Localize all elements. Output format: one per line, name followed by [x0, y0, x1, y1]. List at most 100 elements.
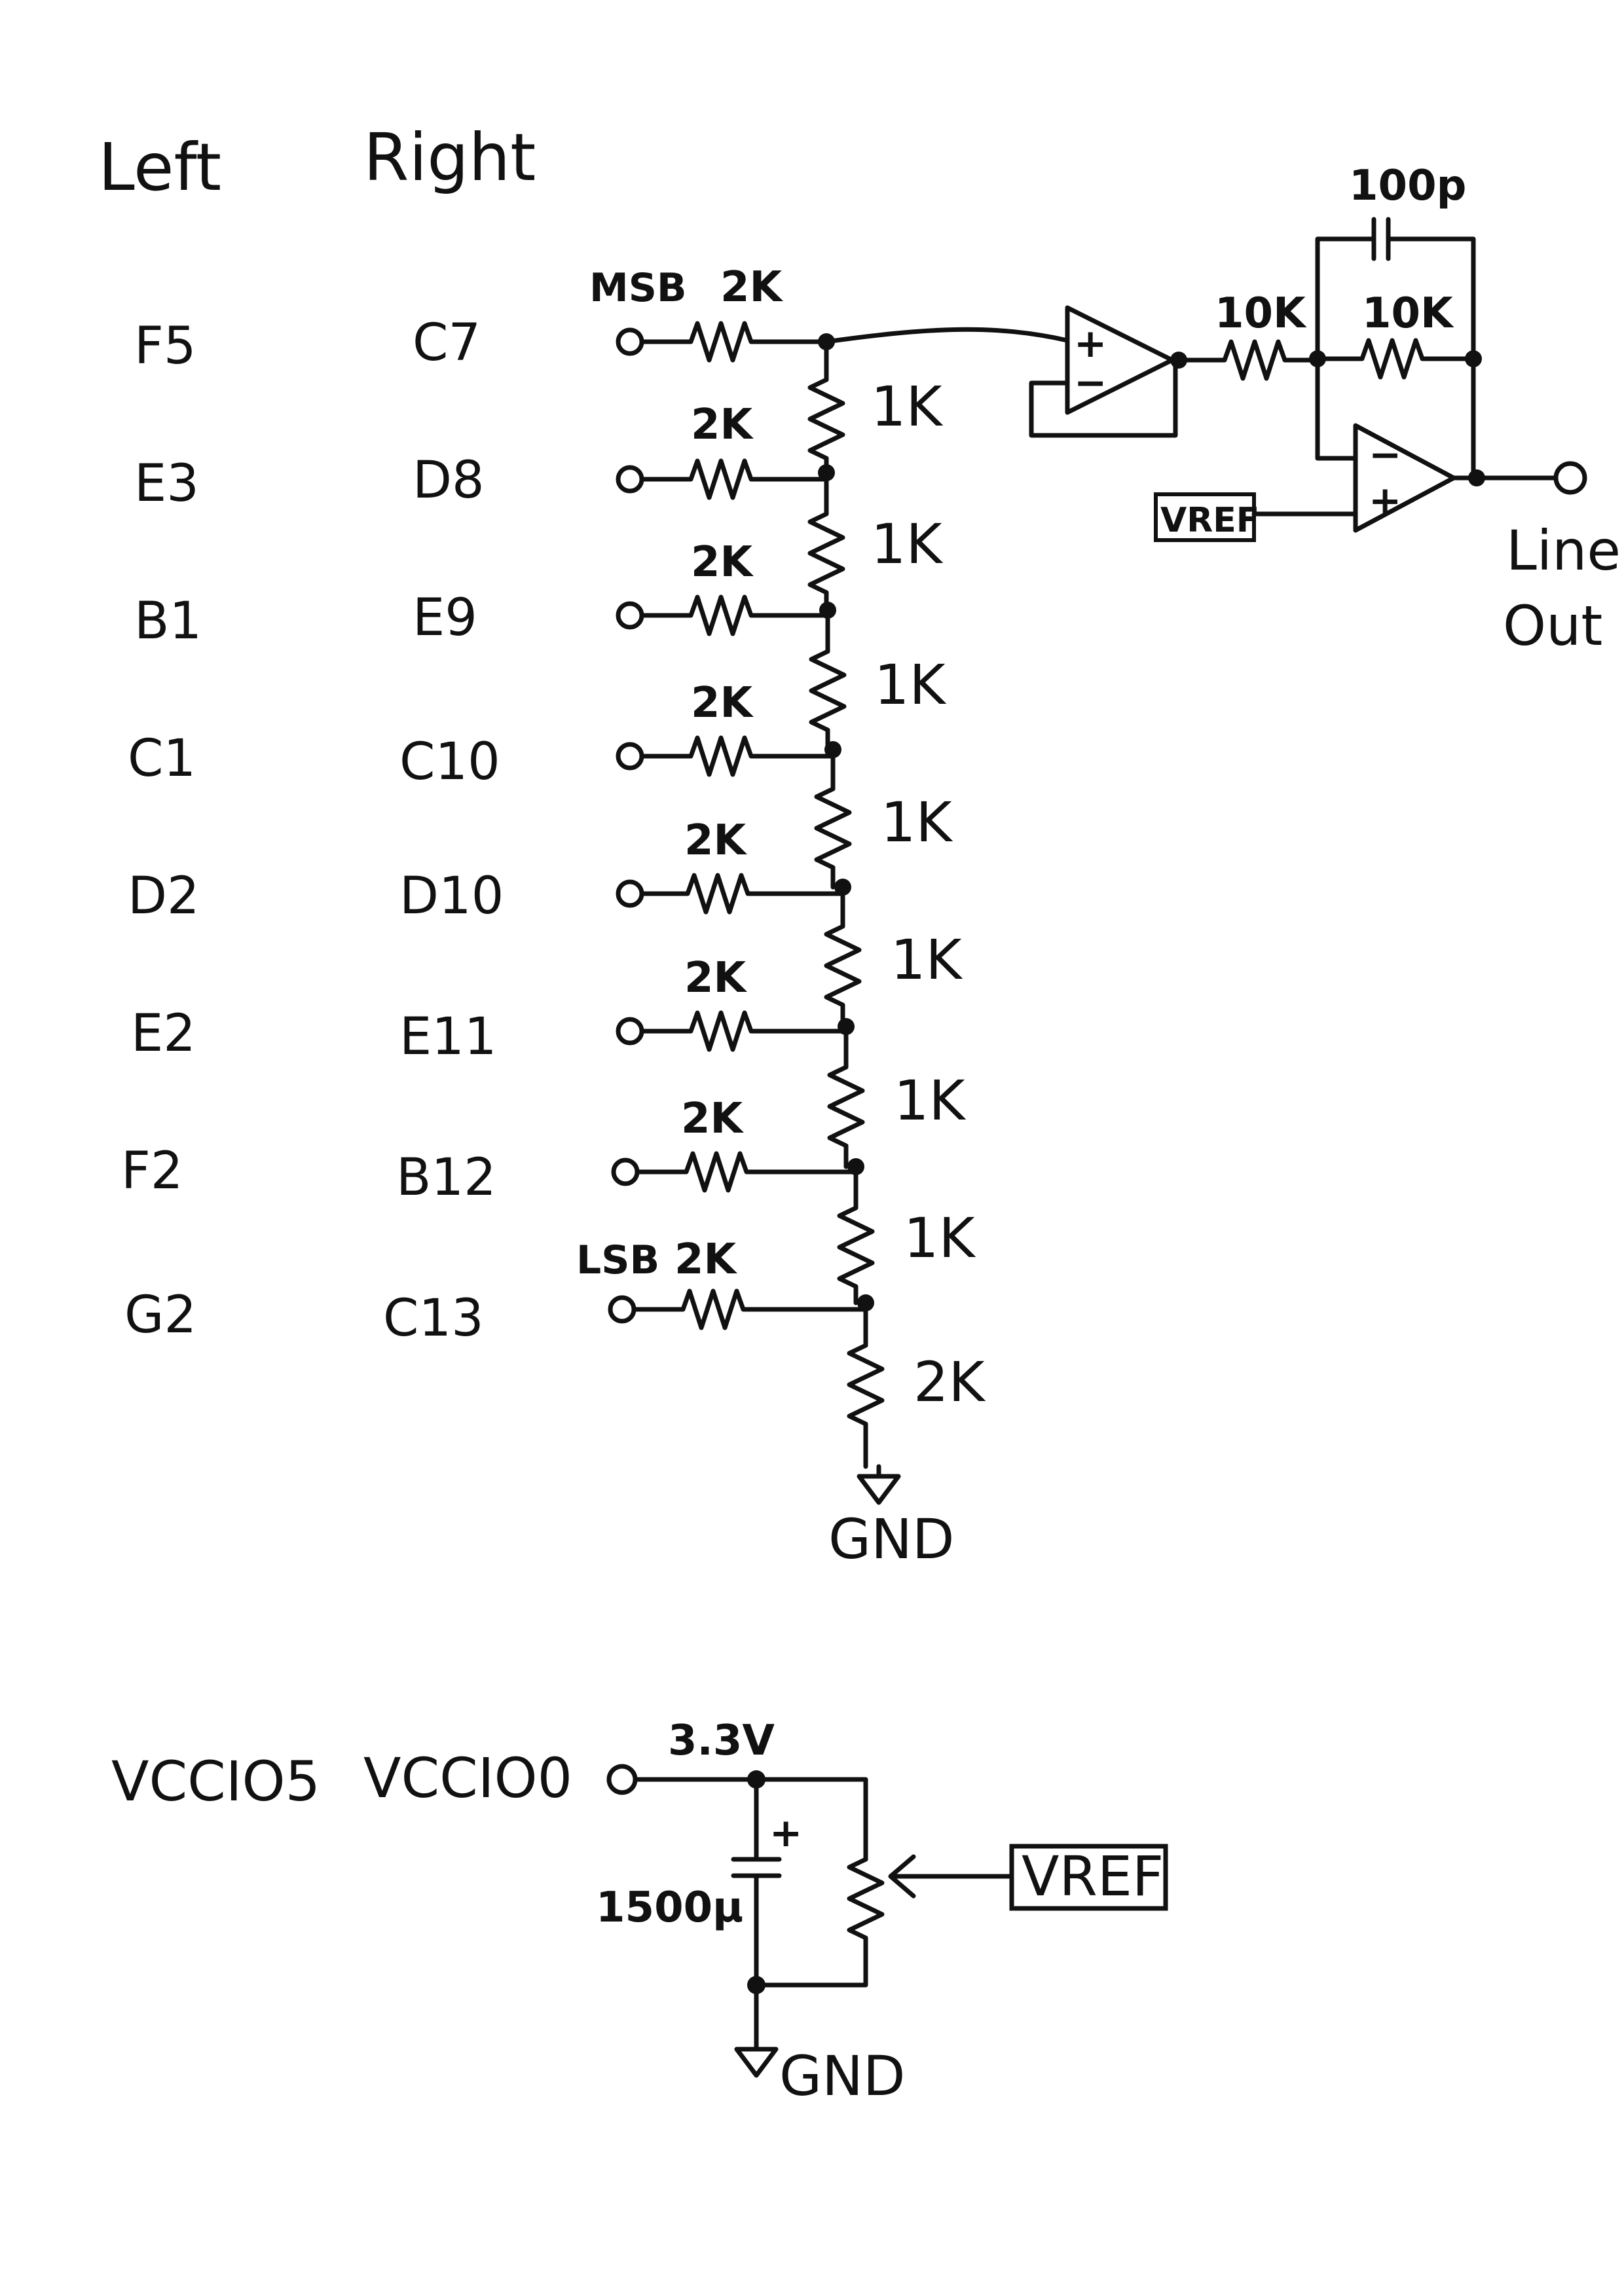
- input-resistor: [639, 1010, 849, 1052]
- right-pin: C13: [383, 1289, 484, 1348]
- resistor-value: 10K: [1215, 289, 1307, 338]
- opamp-minus: −: [1074, 360, 1107, 406]
- lsb-label: LSB: [576, 1237, 659, 1283]
- rung-resistor: [827, 1024, 865, 1169]
- wiper-arrow: [888, 1854, 1014, 1899]
- input-terminal: [616, 879, 644, 908]
- junction-dot: [818, 464, 835, 481]
- input-terminal: [616, 742, 644, 771]
- supply-network: + VREF 3.3V 1500µ GND: [596, 1717, 1168, 2108]
- input-terminal: [608, 1295, 637, 1324]
- input-terminal: [611, 1157, 640, 1186]
- rung-resistor: [807, 470, 845, 613]
- left-header: Left: [98, 129, 221, 206]
- ground-label: GND: [828, 1507, 955, 1571]
- output-stage: + − − + VREF 100p 10K 10K Line Out: [824, 162, 1621, 658]
- rung-value: 1K: [881, 790, 953, 854]
- capacitor-value: 100p: [1349, 162, 1466, 210]
- line-out-label: Line: [1506, 519, 1621, 583]
- supply-wire: [633, 1777, 868, 1862]
- input-resistor: [639, 321, 829, 363]
- left-pin: B1: [134, 592, 202, 651]
- vref-box: [1154, 492, 1256, 542]
- right-pin: D8: [413, 451, 485, 510]
- opamp-plus: +: [1369, 478, 1401, 524]
- resistor-value: 2K: [691, 679, 754, 727]
- supply-terminal: [606, 1764, 638, 1795]
- msb-label: MSB: [589, 265, 687, 311]
- rung-value: 1K: [874, 653, 946, 717]
- right-pin: B12: [396, 1148, 496, 1207]
- input-10k-resistor: [1176, 339, 1320, 381]
- bottom-resistor: [847, 1300, 885, 1469]
- input-terminal: [616, 465, 644, 494]
- left-pin: F5: [134, 317, 196, 376]
- left-pin: C1: [128, 729, 196, 788]
- capacitor-plus: +: [769, 1810, 802, 1856]
- junction-dot: [847, 1158, 864, 1175]
- inverting-opamp: [1353, 423, 1456, 533]
- feedback-resistor: [1315, 338, 1476, 380]
- capacitor-value: 1500µ: [596, 1884, 743, 1932]
- opamp-minus: −: [1369, 432, 1401, 478]
- junction-dot: [1468, 469, 1485, 486]
- line-out-label: Out: [1503, 594, 1602, 658]
- junction-dot: [834, 879, 851, 896]
- input-terminal: [616, 327, 644, 356]
- resistor-value: 2K: [674, 1235, 738, 1284]
- ground-icon: [734, 1982, 779, 2078]
- bottom-resistor-value: 2K: [913, 1350, 986, 1414]
- right-header: Right: [363, 119, 536, 196]
- resistor-value: 2K: [720, 263, 784, 312]
- vref-box: [1009, 1844, 1168, 1911]
- resistor-value: 2K: [691, 401, 754, 449]
- signal-wire: [824, 327, 1070, 344]
- resistor-ladder: MSB 2K 2K 2K 2K 2K 2K 2K LSB 2K 1K 1K 1K…: [576, 263, 986, 1571]
- right-pin: C10: [399, 733, 500, 792]
- junction-dot: [857, 1294, 874, 1311]
- rung-value: 1K: [894, 1068, 966, 1133]
- input-resistor: [639, 735, 836, 777]
- resistor-value: 2K: [681, 1095, 745, 1143]
- left-pin: E2: [131, 1004, 196, 1063]
- input-terminal: [616, 601, 644, 630]
- vref-label: VREF: [1022, 1844, 1164, 1908]
- resistor-value: 2K: [691, 538, 754, 587]
- right-pin: D10: [399, 867, 504, 926]
- supply-voltage: 3.3V: [668, 1717, 775, 1765]
- ground-icon: [857, 1464, 901, 1505]
- line-out-terminal: [1553, 461, 1587, 495]
- left-power-pin: VCCIO5: [111, 1749, 320, 1813]
- resistor-value: 2K: [684, 816, 748, 865]
- input-resistor: [631, 1288, 868, 1330]
- left-pin: E3: [134, 454, 199, 513]
- junction-dot: [838, 1018, 855, 1035]
- right-pin: C7: [413, 314, 481, 373]
- input-resistor: [639, 594, 830, 636]
- input-terminal: [616, 1017, 644, 1046]
- rung-value: 1K: [891, 928, 963, 992]
- rung-resistor: [837, 1164, 875, 1305]
- ground-label: GND: [779, 2044, 906, 2108]
- buffer-opamp: [1065, 305, 1175, 415]
- rung-value: 1K: [871, 374, 943, 439]
- right-pin: E11: [399, 1008, 497, 1066]
- input-resistor: [639, 458, 829, 500]
- resistor-value: 2K: [684, 954, 748, 1002]
- rung-resistor: [824, 884, 862, 1029]
- pin-table: F5 C7 E3 D8 B1 E9 C1 C10 D2 D10 E2 E11 F…: [111, 314, 572, 1813]
- supply-capacitor: [731, 1777, 782, 1988]
- rung-value: 1K: [904, 1206, 976, 1270]
- vref-label: VREF: [1160, 501, 1259, 540]
- feedback-capacitor: [1315, 217, 1476, 361]
- junction-dot: [824, 741, 841, 758]
- right-power-pin: VCCIO0: [363, 1746, 572, 1810]
- rung-resistor: [809, 608, 847, 752]
- potentiometer: [754, 1857, 885, 1988]
- input-resistor: [635, 1151, 858, 1193]
- rung-value: 1K: [871, 512, 943, 576]
- resistor-value: 10K: [1362, 289, 1454, 338]
- input-resistor: [639, 873, 845, 915]
- rung-resistor: [814, 747, 852, 890]
